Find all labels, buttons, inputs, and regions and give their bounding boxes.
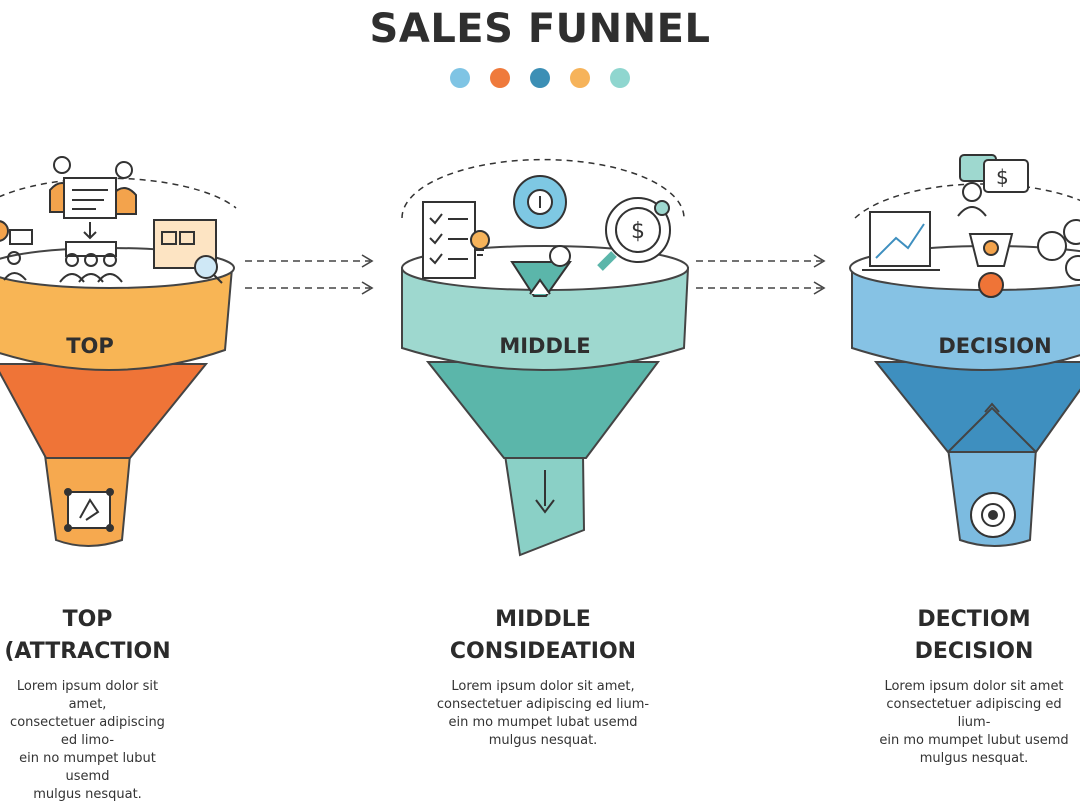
monitor-chart-icon bbox=[862, 211, 940, 271]
network-icon bbox=[0, 220, 33, 281]
checklist-icon bbox=[422, 201, 476, 279]
funnel-cone bbox=[0, 363, 209, 459]
chat-dollar-icon: $ bbox=[957, 154, 1029, 217]
funnel-label-decision: DECISION bbox=[938, 334, 1052, 358]
gear-target-icon bbox=[970, 492, 1016, 538]
caption-decision: DECTIOM DECISION Lorem ipsum dolor sit a… bbox=[868, 604, 1080, 768]
connector-arrows bbox=[245, 260, 822, 289]
accent-dot-1 bbox=[450, 68, 470, 88]
funnel-rim bbox=[851, 267, 1080, 371]
gear-info-icon bbox=[513, 175, 567, 229]
caption-heading-line1: MIDDLE bbox=[495, 607, 591, 632]
dollar-magnifier-icon: $ bbox=[597, 197, 671, 271]
caption-heading-line1: DECTIOM bbox=[917, 607, 1031, 632]
caption-body-line: mulgus nesquat. bbox=[919, 751, 1029, 766]
caption-body-line: mulgus nesquat. bbox=[488, 733, 598, 748]
group-icon bbox=[59, 241, 123, 283]
caption-body-line: ein mo mumpet lubat usemd bbox=[448, 715, 638, 730]
funnel-middle: $ bbox=[401, 158, 690, 557]
lightbulb-icon bbox=[470, 230, 490, 256]
funnel-top bbox=[0, 156, 237, 547]
accent-dot-5 bbox=[610, 68, 630, 88]
svg-text:$: $ bbox=[996, 165, 1009, 189]
mini-funnel-icon bbox=[510, 245, 572, 297]
funnel-rim bbox=[0, 267, 234, 371]
funnel-cone bbox=[873, 361, 1080, 453]
caption-heading-line1: TOP bbox=[62, 607, 113, 632]
caption-body-line: ein mo mumpet lubut usemd bbox=[879, 733, 1069, 748]
funnel-rim bbox=[401, 267, 690, 371]
caption-body: Lorem ipsum dolor sit amet consectetuer … bbox=[868, 678, 1080, 768]
caption-body-line: consectetuer adipiscing ed limo- bbox=[10, 715, 165, 748]
up-arrow-lines bbox=[947, 406, 1037, 453]
caption-body-line: Lorem ipsum dolor sit amet bbox=[884, 679, 1064, 694]
people-board-icon bbox=[49, 156, 137, 240]
funnel-cone bbox=[425, 361, 660, 459]
page-title: SALES FUNNEL bbox=[369, 6, 711, 52]
caption-middle: MIDDLE CONSIDEATION Lorem ipsum dolor si… bbox=[418, 604, 668, 750]
arrow-head bbox=[361, 254, 374, 268]
down-arrow-icon bbox=[535, 470, 555, 514]
caption-body-line: Lorem ipsum dolor sit amet, bbox=[16, 679, 159, 712]
trophy-icon bbox=[968, 233, 1014, 298]
caption-body: Lorem ipsum dolor sit amet, consectetuer… bbox=[0, 678, 175, 804]
arrow-heads bbox=[361, 254, 826, 295]
accent-dot-4 bbox=[570, 68, 590, 88]
caption-top: TOP (ATTRACTION Lorem ipsum dolor sit am… bbox=[0, 604, 175, 804]
caption-heading-line2: CONSIDEATION bbox=[449, 639, 637, 664]
caption-body: Lorem ipsum dolor sit amet, consectetuer… bbox=[418, 678, 668, 750]
funnel-label-middle: MIDDLE bbox=[499, 334, 591, 358]
arrow-head bbox=[361, 281, 374, 295]
funnel-label-top: TOP bbox=[66, 334, 114, 358]
accent-dots bbox=[0, 68, 1080, 88]
caption-body-line: consectetuer adipiscing ed lium- bbox=[436, 697, 650, 712]
monitor-search-icon bbox=[153, 219, 223, 284]
funnel-decision: $ bbox=[849, 154, 1080, 547]
coin-icon bbox=[1037, 219, 1080, 281]
caption-body-line: consectetuer adipiscing ed lium- bbox=[886, 697, 1062, 730]
chip-icon bbox=[64, 488, 114, 532]
caption-body-line: Lorem ipsum dolor sit amet, bbox=[451, 679, 635, 694]
svg-text:$: $ bbox=[631, 219, 645, 244]
arrow-head bbox=[813, 254, 826, 268]
caption-body-line: ein no mumpet lubut usemd bbox=[19, 751, 156, 784]
caption-heading-line2: DECISION bbox=[914, 639, 1034, 664]
accent-dot-2 bbox=[490, 68, 510, 88]
accent-dot-3 bbox=[530, 68, 550, 88]
arrow-head bbox=[813, 281, 826, 295]
dome-outline bbox=[854, 183, 1080, 219]
caption-heading-line2: (ATTRACTION bbox=[4, 639, 171, 664]
caption-body-line: mulgus nesquat. bbox=[33, 787, 142, 802]
